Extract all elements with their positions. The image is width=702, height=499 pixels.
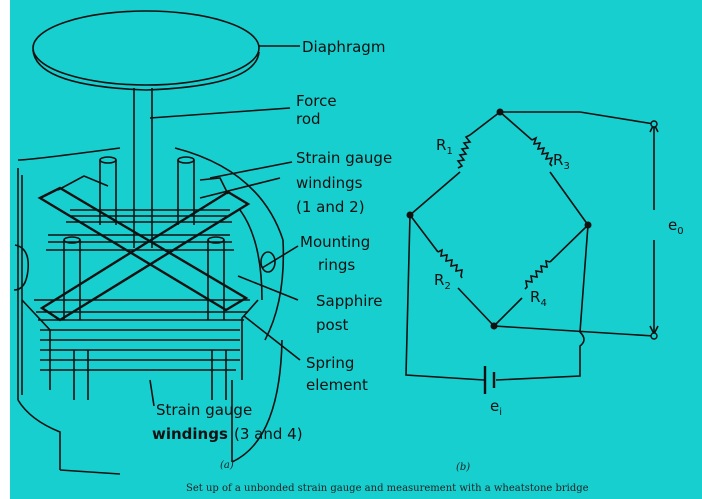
edge-bottom-left (409, 214, 439, 253)
resistor-r4-zigzag (524, 259, 551, 290)
label-r4: R4 (530, 288, 547, 309)
supply-wire-left (405, 214, 485, 381)
output-lead-bottom (493, 325, 655, 337)
label-sapphire-line1: Sapphire (316, 292, 383, 310)
label-force-rod-line1: Force (296, 92, 337, 110)
housing (13, 147, 285, 475)
label-sg34-bold: windings (152, 425, 228, 443)
node-bottom (490, 322, 498, 330)
diaphragm (32, 10, 260, 91)
wheatstone-bridge: R1 R3 R2 R4 e0 ei (b) (405, 108, 684, 473)
label-ei: ei (490, 397, 502, 418)
terminal-top (650, 120, 658, 128)
label-mounting-line2: rings (318, 256, 355, 274)
label-sg12-line3: (1 and 2) (296, 198, 365, 216)
output-lead-top (500, 111, 655, 125)
transducer-drawing: Diaphragm Force rod Strain gauge winding… (13, 10, 392, 475)
edge-top-left (469, 111, 501, 136)
label-sg34-line1: Strain gauge (156, 401, 252, 419)
label-mounting-line1: Mounting (300, 233, 370, 251)
node-left (406, 211, 414, 219)
label-sg34-rest: (3 and 4) (234, 425, 303, 443)
sublabel-b: (b) (456, 462, 470, 473)
node-right (584, 221, 592, 229)
label-sg12-line2: windings (296, 174, 363, 192)
edge-bottom-left-lower (457, 287, 495, 327)
base-block (21, 299, 259, 390)
leader-lines (149, 45, 301, 407)
label-force-rod-line2: rod (296, 110, 321, 128)
figure-caption: Set up of a unbonded strain gauge and me… (186, 483, 589, 494)
label-eo: e0 (668, 216, 684, 237)
label-diaphragm: Diaphragm (302, 38, 385, 56)
lower-windings (34, 299, 250, 371)
terminal-bottom (650, 332, 658, 340)
label-sapphire-line2: post (316, 316, 349, 334)
edge-top-right-lower (549, 171, 589, 226)
label-spring-line2: element (306, 376, 368, 394)
sublabel-a: (a) (220, 460, 234, 471)
edge-bottom-right-lower (493, 297, 523, 327)
resistor-r3-zigzag (531, 136, 554, 167)
label-spring-line1: Spring (306, 354, 354, 372)
label-r3: R3 (553, 151, 570, 172)
label-sg12-line1: Strain gauge (296, 149, 392, 167)
supply-wire-right (495, 224, 589, 381)
edge-top-right (499, 111, 533, 141)
resistor-r1-zigzag (456, 134, 472, 169)
edge-bottom-right (549, 224, 589, 263)
label-r1: R1 (436, 136, 453, 157)
resistor-r2-zigzag (437, 248, 463, 279)
label-r2: R2 (434, 271, 451, 292)
node-top (496, 108, 504, 116)
posts (63, 156, 227, 400)
edge-top-left-lower (409, 171, 461, 216)
